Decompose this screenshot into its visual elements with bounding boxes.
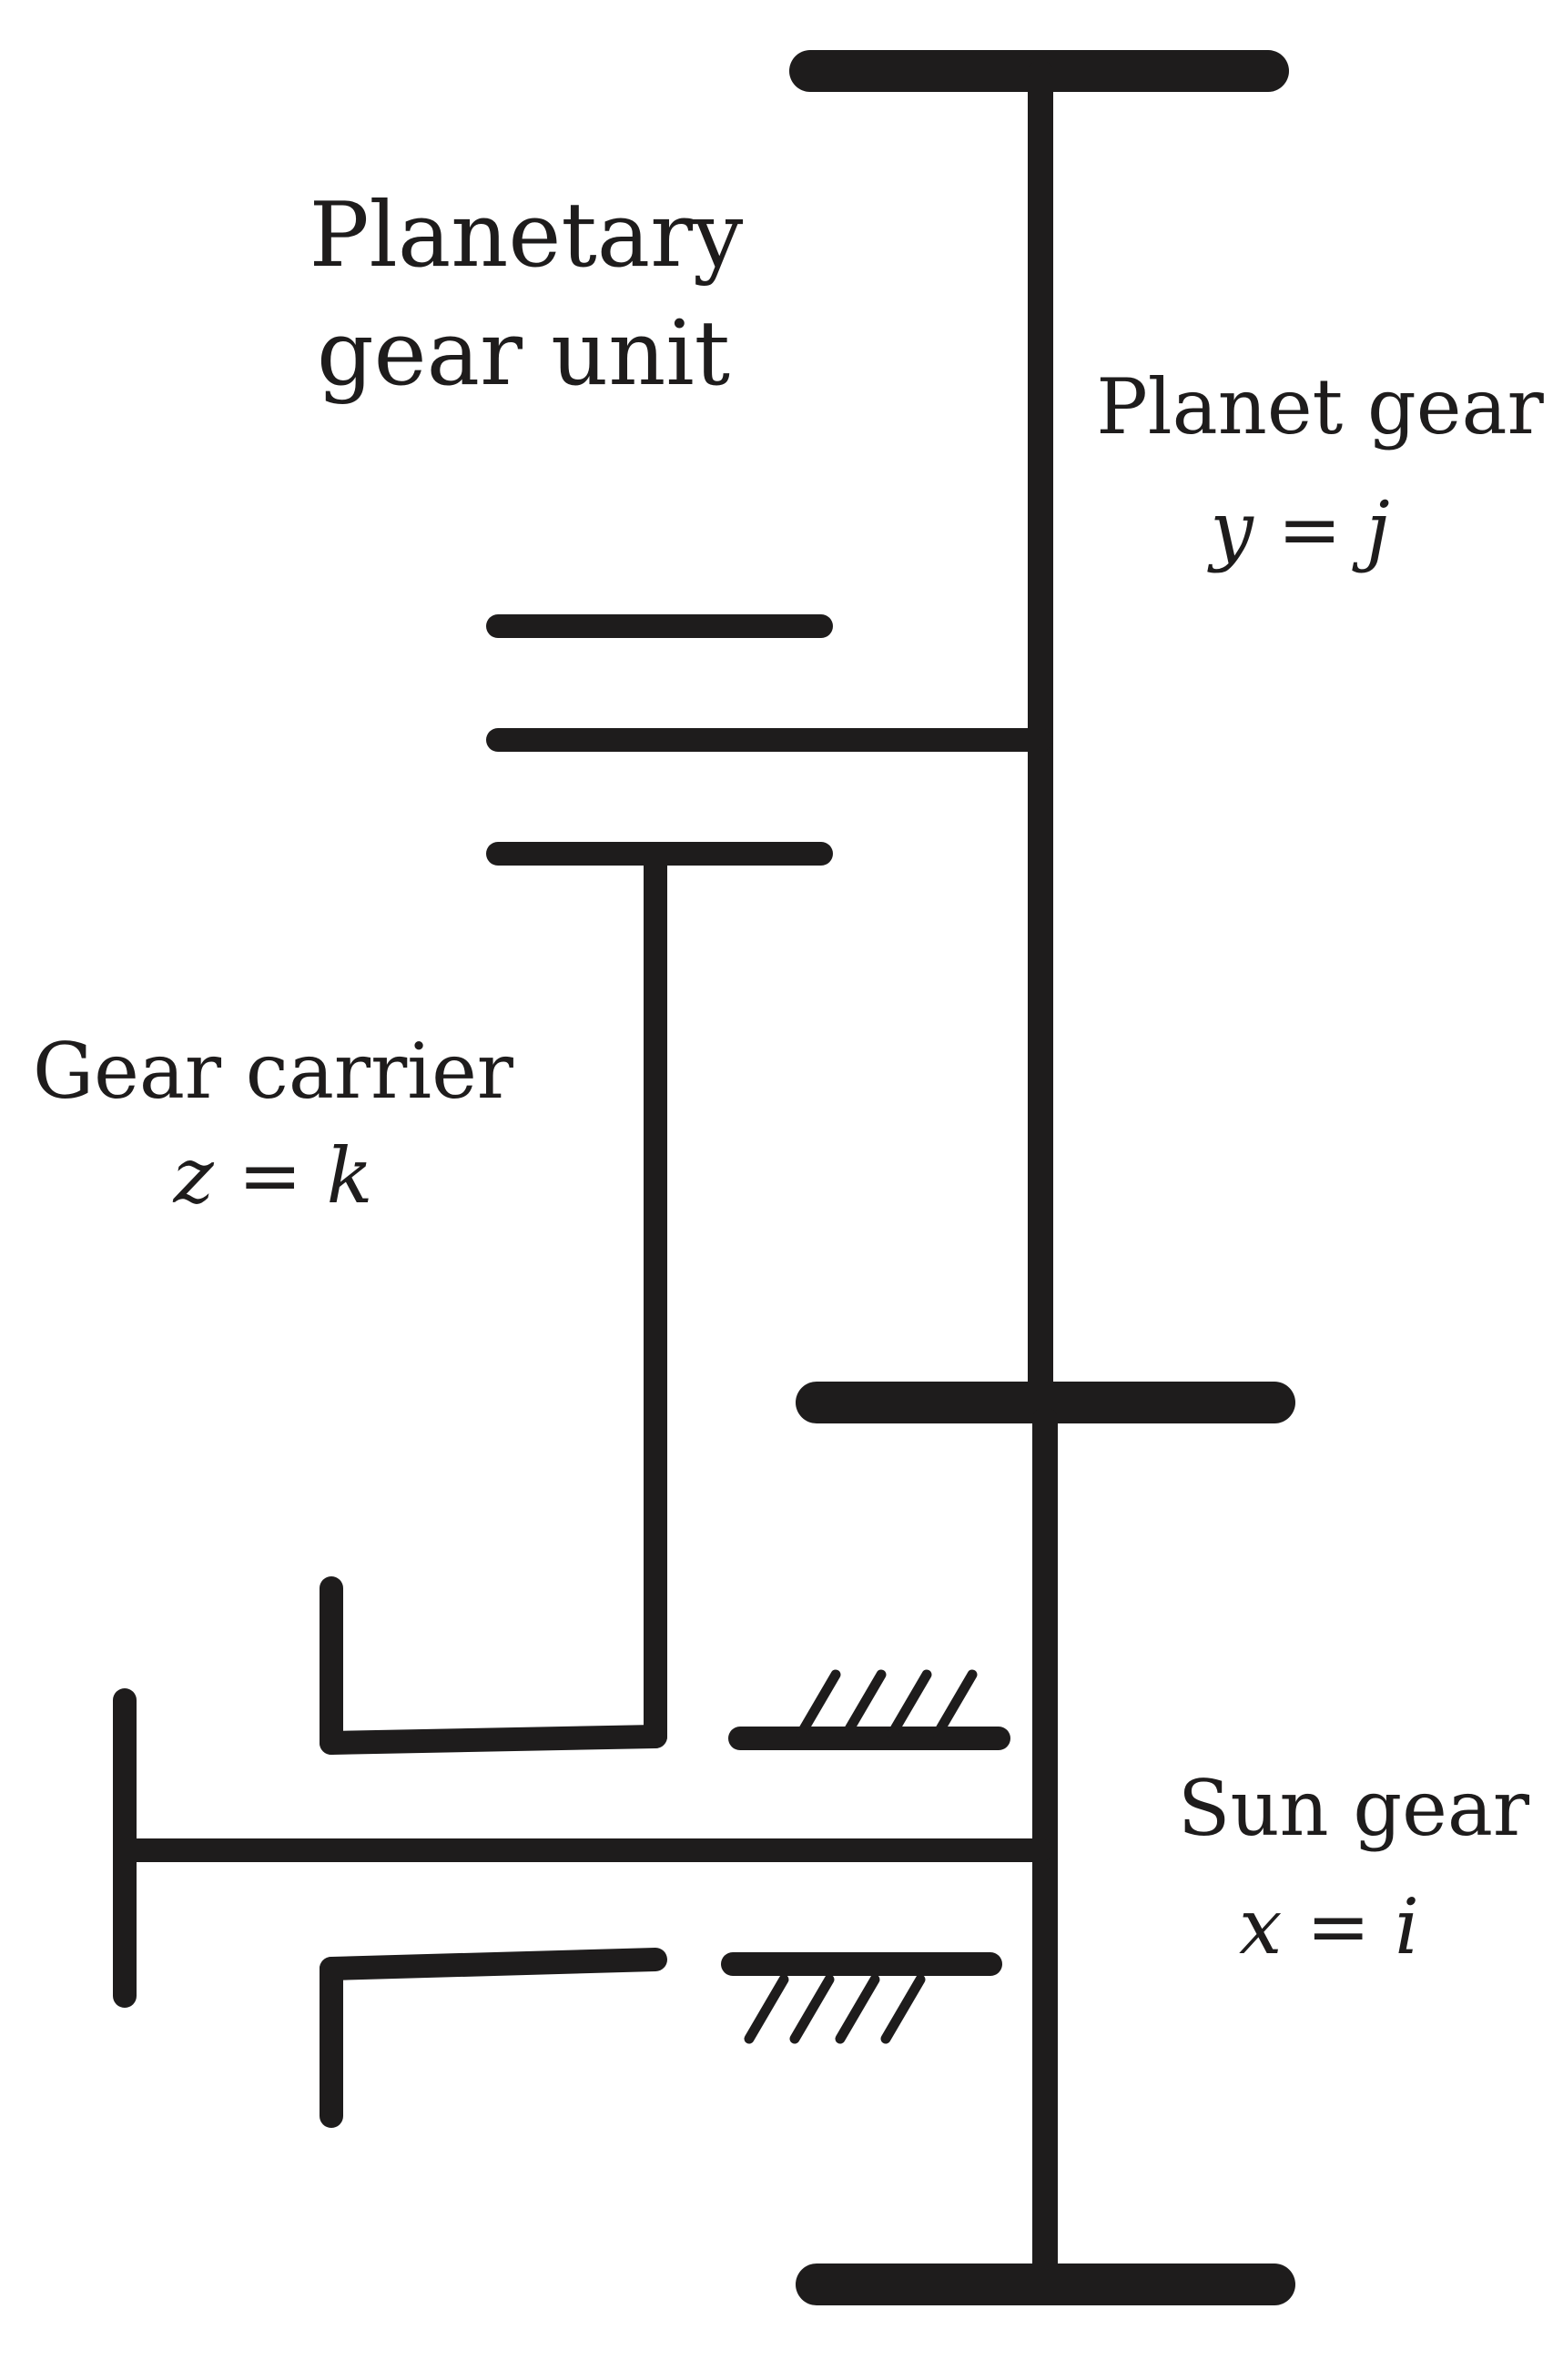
lower-ground-hatching <box>744 1974 926 2044</box>
planet-gear-label: Planet gear <box>1096 362 1544 451</box>
unit-title-line1: Planetary <box>309 184 744 288</box>
upper-ground-hatching <box>796 1669 978 1739</box>
unit-title-line2: gear unit <box>316 302 731 406</box>
sun-gear-equation: x = i <box>1238 1882 1420 1971</box>
gear-carrier-equation: z = k <box>173 1131 373 1220</box>
planet-gear-equation: y = j <box>1210 485 1390 574</box>
carrier-hub-lower <box>320 1948 667 1980</box>
carrier-hub-upper <box>320 1725 667 1755</box>
gear-carrier-label: Gear carrier <box>33 1027 513 1116</box>
sun-gear-label: Sun gear <box>1177 1764 1530 1853</box>
